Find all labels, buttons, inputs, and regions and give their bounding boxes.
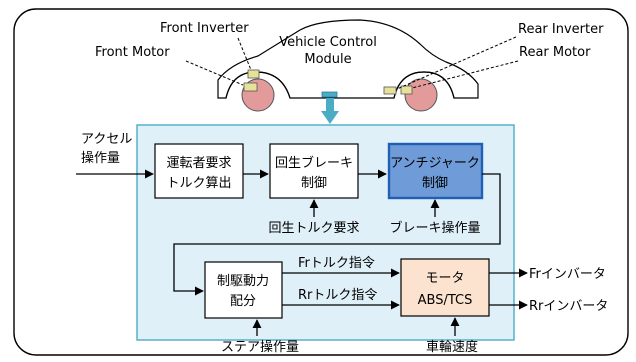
drive-distribution-line2: 配分 — [230, 294, 256, 309]
accel-label-line1: アクセル — [81, 132, 132, 147]
rear-wheel-arch — [393, 71, 455, 99]
anti-jerk-block — [387, 142, 484, 200]
accel-label-line2: 操作量 — [81, 150, 120, 166]
regen-brake-line1: 回生ブレーキ — [275, 155, 353, 171]
rear-inverter-block — [383, 86, 397, 95]
rear-inverter-label: Rear Inverter — [518, 22, 604, 37]
rear-wheel — [404, 78, 438, 112]
driver-torque-block — [154, 143, 244, 199]
regen-brake-block — [269, 143, 359, 199]
motor-abs-tcs-line1: モータ — [425, 271, 464, 286]
regen-brake-line2: 制御 — [301, 176, 327, 191]
anti-jerk-line1: アンチジャーク — [390, 156, 480, 171]
fr-torque-cmd-label: Frトルク指令 — [298, 256, 375, 271]
vcm-label-line2: Module — [304, 52, 351, 67]
vehicle-illustration — [217, 19, 479, 112]
rr-torque-cmd-label: Rrトルク指令 — [298, 288, 377, 303]
wheel-speed-label: 車輪速度 — [426, 339, 478, 355]
driver-torque-line1: 運転者要求 — [166, 156, 231, 171]
vcm-block — [321, 91, 338, 98]
drive-distribution-line1: 制駆動力 — [217, 274, 269, 289]
rear-motor-block — [400, 85, 413, 95]
leader-lines — [185, 36, 519, 90]
motor-abs-tcs-block — [400, 258, 490, 317]
fr-inverter-label: Frインバータ — [529, 267, 606, 282]
front-motor-block — [243, 82, 258, 92]
motor-abs-tcs-line2: ABS/TCS — [418, 293, 473, 308]
front-motor-label: Front Motor — [95, 45, 170, 60]
steer-operation-label: ステア操作量 — [221, 339, 299, 355]
regen-torque-request-label: 回生トルク要求 — [268, 221, 359, 236]
driver-torque-line2: トルク算出 — [166, 176, 231, 191]
arrow-antijerk-to-distribution — [173, 173, 501, 296]
anti-jerk-line2: 制御 — [422, 176, 448, 191]
rear-motor-label: Rear Motor — [519, 45, 591, 60]
front-inverter-block — [247, 69, 260, 79]
vcm-down-arrow — [321, 98, 339, 124]
front-inverter-label: Front Inverter — [160, 21, 249, 36]
brake-operation-label: ブレーキ操作量 — [389, 220, 480, 236]
drive-distribution-block — [204, 261, 283, 319]
rr-inverter-label: Rrインバータ — [529, 299, 608, 314]
vcm-label-line1: Vehicle Control — [279, 35, 377, 50]
